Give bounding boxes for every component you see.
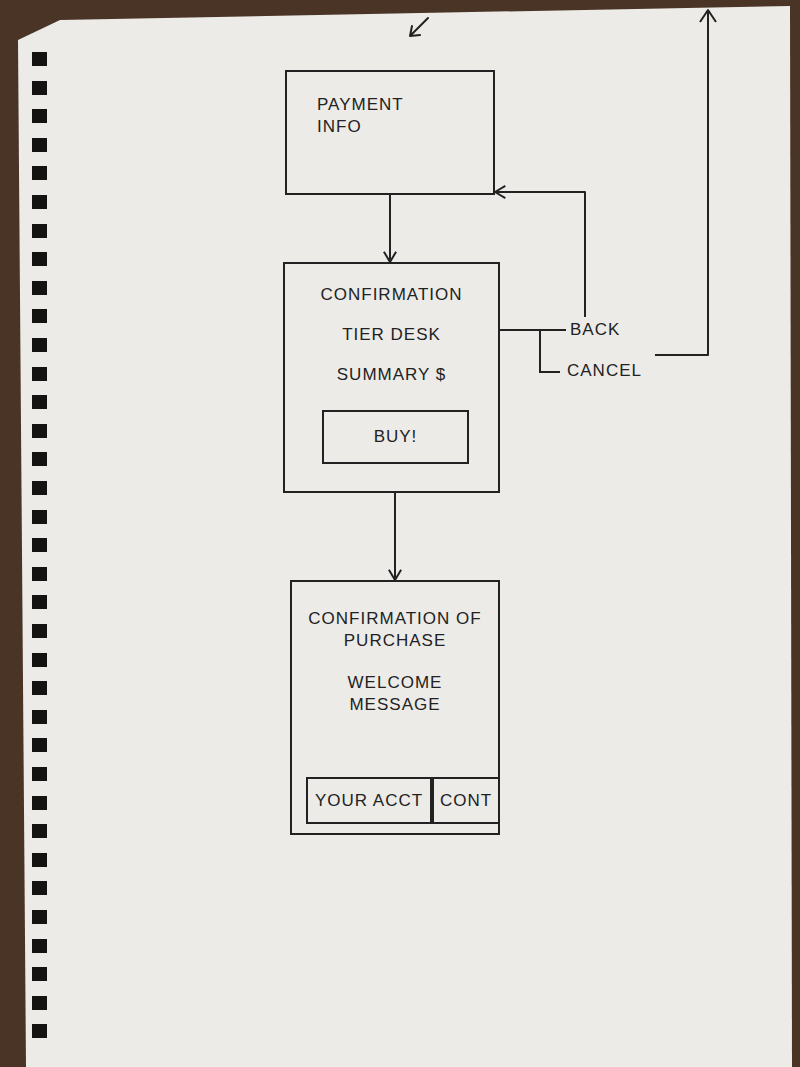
spiral-hole: [32, 81, 47, 95]
spiral-hole: [32, 595, 47, 609]
spiral-hole: [32, 681, 47, 695]
edge-label: BACK: [566, 317, 624, 343]
spiral-hole: [32, 767, 47, 781]
confirmation-screen: CONFIRMATION TIER DESK SUMMARY $ BUY!: [283, 262, 500, 493]
spiral-hole: [32, 224, 47, 238]
spiral-hole: [32, 195, 47, 209]
spiral-hole: [32, 338, 47, 352]
flow-arrow: [495, 186, 585, 330]
spiral-hole: [32, 481, 47, 495]
node-text: PAYMENT INFO: [317, 94, 437, 138]
note-label: CANCEL: [563, 358, 646, 384]
spiral-hole: [32, 939, 47, 953]
spiral-hole: [32, 624, 47, 638]
spiral-hole: [32, 452, 47, 466]
text-group: BUY!: [324, 412, 467, 462]
spiral-hole: [32, 824, 47, 838]
spiral-hole: [32, 996, 47, 1010]
cancel-arrow: [655, 10, 716, 355]
spiral-hole: [32, 738, 47, 752]
purchase-screen: CONFIRMATION OF PURCHASE WELCOME MESSAGE Y…: [290, 580, 500, 835]
spiral-hole: [32, 1024, 47, 1038]
spiral-hole: [32, 967, 47, 981]
node-text: CONFIRMATION: [320, 284, 462, 306]
text-group: PAYMENT INFO: [287, 72, 493, 138]
flow-arrow: [389, 493, 401, 580]
text-group: YOUR ACCT: [308, 779, 430, 822]
entry-arrow: [410, 18, 428, 36]
node-text: SUMMARY $: [337, 364, 446, 386]
spiral-hole: [32, 281, 47, 295]
paper: [18, 6, 792, 1067]
bracket-line: [540, 330, 560, 372]
node-text: BUY!: [374, 426, 418, 448]
spiral-hole: [32, 510, 47, 524]
node-text: CONT: [440, 790, 492, 812]
spiral-hole: [32, 395, 47, 409]
spiral-hole: [32, 853, 47, 867]
spiral-hole: [32, 796, 47, 810]
spiral-hole: [32, 367, 47, 381]
spiral-hole: [32, 567, 47, 581]
spiral-hole: [32, 538, 47, 552]
continue-button: CONT: [432, 777, 500, 824]
spiral-hole: [32, 166, 47, 180]
flow-arrow: [384, 195, 396, 262]
text-group: CONT: [434, 779, 498, 822]
node-text: YOUR ACCT: [315, 790, 423, 812]
spiral-hole: [32, 424, 47, 438]
spiral-hole: [32, 910, 47, 924]
spiral-hole: [32, 653, 47, 667]
account-button: YOUR ACCT: [306, 777, 432, 824]
spiral-hole: [32, 252, 47, 266]
node-text: TIER DESK: [342, 324, 441, 346]
payment-box: PAYMENT INFO: [285, 70, 495, 195]
buy-button: BUY!: [322, 410, 469, 464]
node-text: CONFIRMATION OF PURCHASE: [300, 608, 490, 652]
spiral-hole: [32, 710, 47, 724]
spiral-holes: [32, 52, 47, 1038]
spiral-hole: [32, 881, 47, 895]
spiral-hole: [32, 309, 47, 323]
text-group: CONFIRMATION OF PURCHASE WELCOME MESSAGE: [292, 582, 498, 716]
spiral-hole: [32, 109, 47, 123]
spiral-hole: [32, 52, 47, 66]
spiral-hole: [32, 138, 47, 152]
node-text: WELCOME MESSAGE: [300, 672, 490, 716]
text-group: CONFIRMATION TIER DESK SUMMARY $: [285, 264, 498, 386]
